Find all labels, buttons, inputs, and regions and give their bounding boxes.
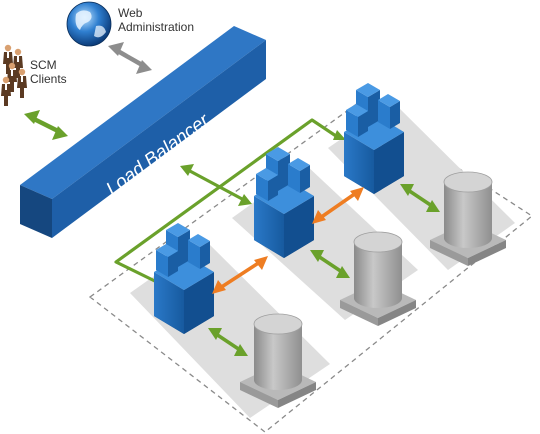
server-cluster-icon-back [344,83,404,194]
arrow-clients-to-balancer [24,110,68,140]
scm-clients-label: SCM Clients [30,58,67,86]
arrow-balancer-to-middle-server [180,164,252,206]
web-administration-label: Web Administration [118,6,194,34]
server-cluster-icon-middle [254,147,314,258]
scm-label-line2: Clients [30,72,67,86]
globe-icon [66,1,112,47]
web-label-line1: Web [118,6,143,20]
server-cluster-icon-front [154,223,214,334]
arrow-front-to-middle-server [212,256,268,294]
arrow-middle-to-back-server [312,187,364,224]
people-group-icon [1,44,27,106]
scm-label-line1: SCM [30,58,57,72]
web-label-line2: Administration [118,20,195,34]
arrow-middle-server-to-db [310,250,350,278]
arrow-web-to-balancer [108,42,152,74]
arrow-front-server-to-db [208,328,248,356]
arrow-back-server-to-db [400,184,440,212]
